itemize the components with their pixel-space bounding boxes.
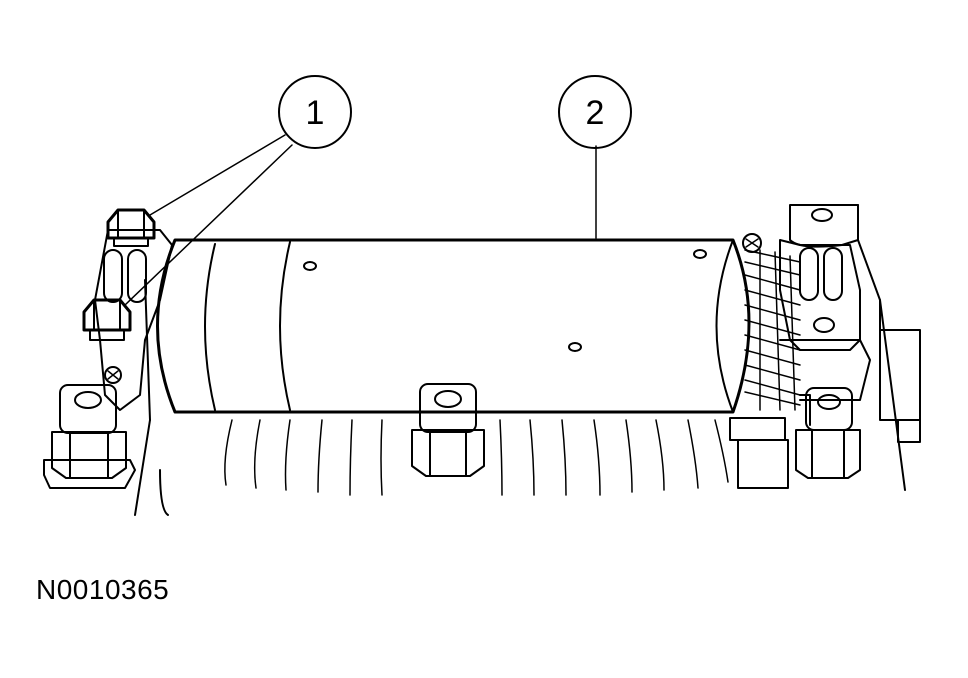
center-nut bbox=[411, 383, 485, 477]
callout-2-label: 2 bbox=[586, 94, 605, 132]
leader-lines bbox=[124, 134, 597, 306]
upper-bolt bbox=[106, 208, 156, 247]
right-nut bbox=[729, 387, 861, 489]
left-bracket bbox=[94, 229, 173, 421]
lower-bolt bbox=[82, 298, 132, 341]
figure-id: N0010365 bbox=[36, 574, 170, 605]
callout-1: 1 bbox=[278, 75, 352, 149]
right-housing bbox=[742, 204, 921, 443]
cylinder-component bbox=[156, 238, 751, 414]
callout-2: 2 bbox=[558, 75, 632, 149]
left-nut bbox=[43, 384, 136, 489]
callout-1-label: 1 bbox=[306, 94, 325, 132]
base-plate bbox=[134, 299, 906, 516]
gear-hatching bbox=[744, 249, 801, 411]
